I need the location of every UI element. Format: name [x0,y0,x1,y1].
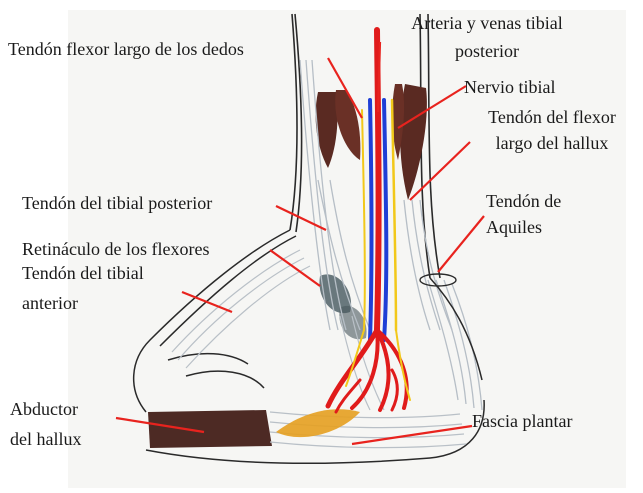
label-tibial-anterior-line1: Tendón del tibial [22,263,144,283]
achilles-insertion [419,273,457,287]
pointer-fascia [351,424,473,446]
pointer-aquiles [437,215,485,273]
label-arteria-line1: Arteria y venas tibial [411,13,563,33]
pointer-flexor-hallux [409,141,471,201]
label-abductor-line1: Abductor [10,399,78,419]
label-abductor-line2: del hallux [10,429,82,449]
label-aquiles-line1: Tendón de [486,191,562,211]
pointer-retinaculo [269,249,321,287]
label-nervio-tibial: Nervio tibial [464,77,556,97]
label-tibial-anterior-line2: anterior [22,293,78,313]
label-retinaculo: Retináculo de los flexores [22,239,210,259]
pointer-tibial-posterior [275,205,327,231]
label-fascia-plantar: Fascia plantar [472,411,573,431]
label-flexor-hallux-line2: largo del hallux [495,133,609,153]
pointer-flexor-dedos [327,57,363,119]
leg-outline [289,13,441,279]
label-aquiles-line2: Aquiles [486,217,542,237]
pointer-arteria [376,41,382,113]
label-flexor-hallux-line1: Tendón del flexor [488,107,616,127]
label-arteria-line2: posterior [455,41,519,61]
foot-outline [133,229,485,465]
pointer-nervio [397,85,467,129]
pointer-tibial-anterior [181,290,233,314]
neurovascular-bundle [325,27,411,414]
label-flexor-dedos: Tendón flexor largo de los dedos [8,39,244,59]
label-tibial-posterior: Tendón del tibial posterior [22,193,213,213]
pointer-arrows [115,41,485,446]
plantar-fat [276,409,360,438]
pointer-abductor [115,416,205,434]
